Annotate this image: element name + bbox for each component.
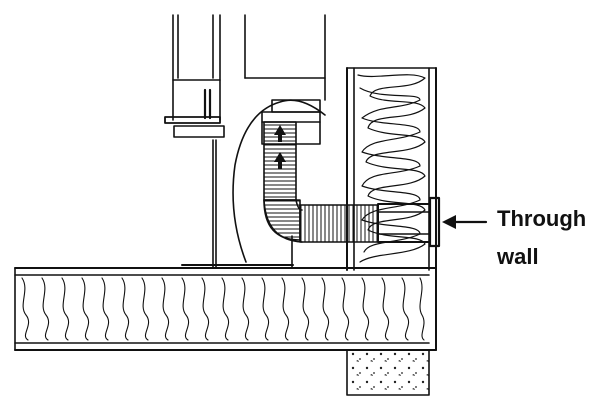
label-line-2: wall <box>497 244 539 269</box>
airflow-arrow-icon <box>274 125 286 169</box>
flex-duct <box>263 121 379 269</box>
through-wall-label: Through wall <box>497 200 586 276</box>
dryer-body <box>164 14 326 269</box>
wall-pipe <box>377 196 441 248</box>
exterior-wall <box>346 67 437 351</box>
floor-structure <box>14 264 437 351</box>
callout-arrow-icon <box>442 215 488 229</box>
foundation <box>346 349 430 396</box>
label-line-1: Through <box>497 206 587 231</box>
